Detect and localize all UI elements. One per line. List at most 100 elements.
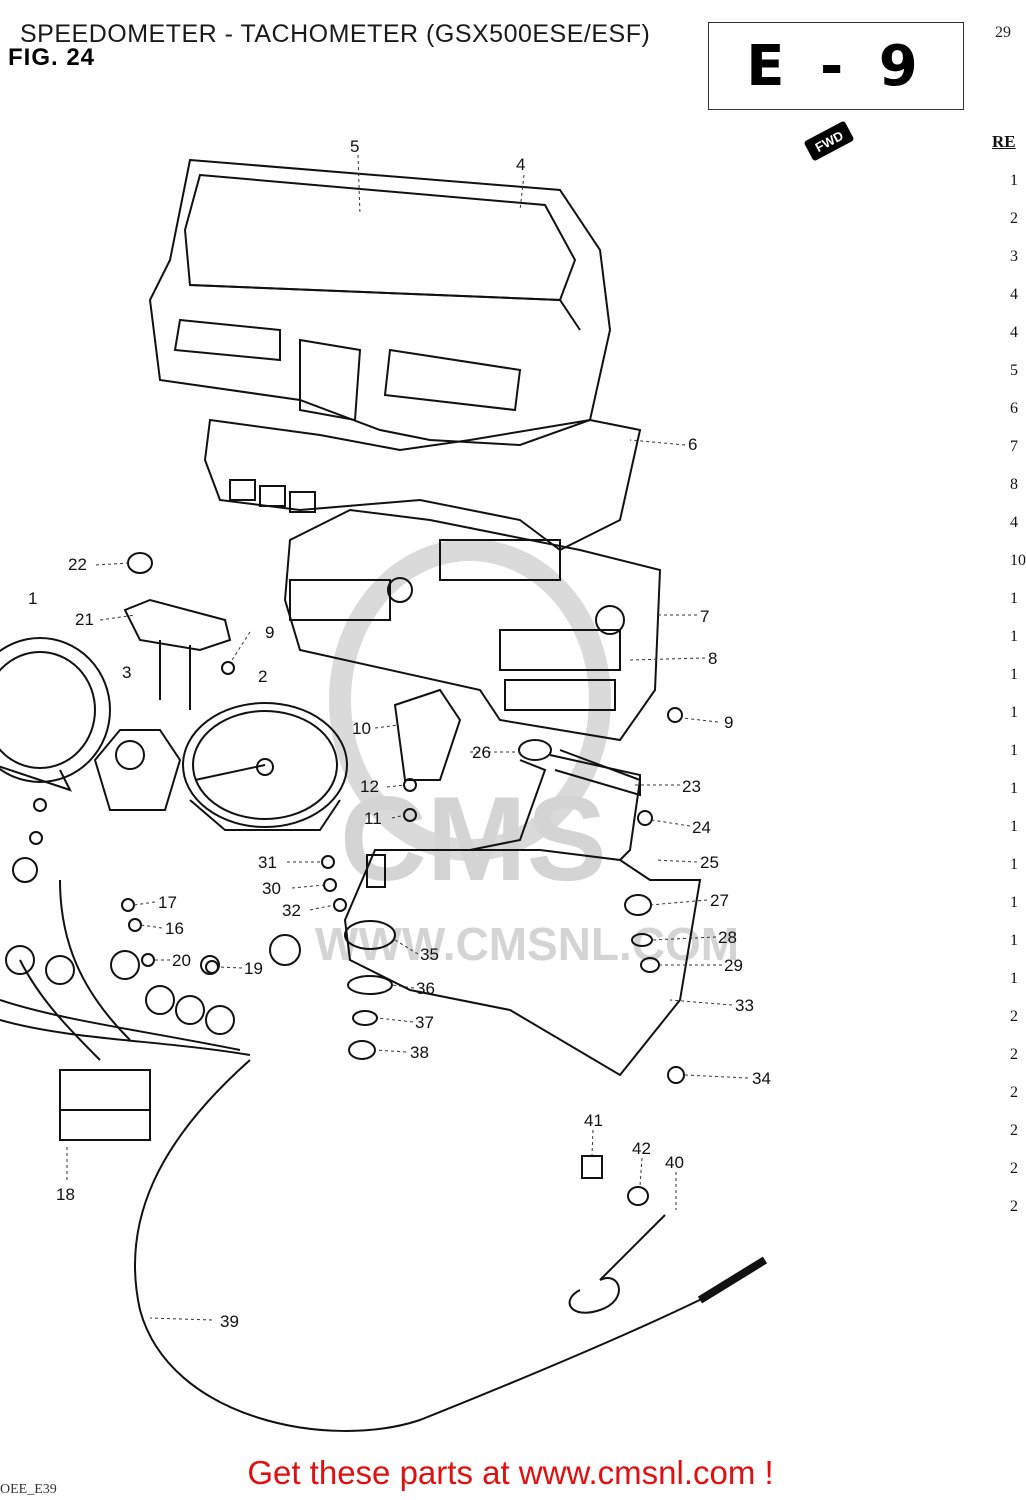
callout-9b: 9 (724, 713, 733, 732)
screw-24 (637, 810, 653, 826)
callout-5: 5 (350, 137, 359, 156)
mounting-plate (343, 749, 702, 1077)
stay-23 (549, 754, 641, 797)
reference-number: 1 (1010, 742, 1018, 759)
reference-number: 1 (1010, 590, 1018, 607)
reference-number: 1 (1010, 970, 1018, 987)
footer-code: OEE_E39 (0, 1482, 57, 1497)
callout-9a: 9 (265, 623, 274, 642)
callout-7: 7 (700, 607, 709, 626)
lower-case (203, 418, 642, 552)
screw-9 (667, 707, 683, 723)
callout-32: 32 (282, 901, 301, 920)
speedometer-cable (133, 1059, 768, 1432)
callout-38: 38 (410, 1043, 429, 1062)
callout-16: 16 (165, 919, 184, 938)
callout-35: 35 (420, 945, 439, 964)
reference-number: 2 (1010, 1046, 1018, 1063)
callout-30: 30 (262, 879, 281, 898)
watermark-brand: CMS (340, 772, 607, 906)
callout-2: 2 (258, 667, 267, 686)
cta-link-text[interactable]: Get these parts at www.cmsnl.com ! (247, 1454, 774, 1491)
small-gauge (93, 729, 182, 811)
callout-27: 27 (710, 891, 729, 910)
callout-29: 29 (724, 956, 743, 975)
reference-number: 7 (1010, 438, 1018, 455)
grommet-26 (518, 739, 552, 761)
callout-26: 26 (472, 743, 491, 762)
washer-42 (627, 1186, 649, 1206)
cms-watermark: CMS WWW.CMSNL.COM (315, 539, 739, 970)
washer-30 (323, 878, 337, 892)
washer-28 (631, 933, 653, 947)
callout-10: 10 (352, 719, 371, 738)
reference-number: 8 (1010, 476, 1018, 493)
line-art (0, 158, 768, 1432)
reference-number: 10 (1010, 552, 1026, 569)
screw-misc (33, 798, 47, 812)
reference-number: 4 (1010, 286, 1018, 303)
reference-number: 4 (1010, 324, 1018, 341)
section-code-box: E - 9 (708, 22, 964, 110)
reference-number: 1 (1010, 666, 1018, 683)
callout-33: 33 (735, 996, 754, 1015)
reference-number: 2 (1010, 1008, 1018, 1025)
reference-number: 1 (1010, 932, 1018, 949)
screw-17 (121, 898, 135, 912)
reference-number: 5 (1010, 362, 1018, 379)
callout-36: 36 (416, 979, 435, 998)
socket-board (123, 598, 232, 710)
callout-41: 41 (584, 1111, 603, 1130)
screw-12 (403, 778, 417, 792)
callout-22: 22 (68, 555, 87, 574)
screw-20 (141, 953, 155, 967)
nut-29 (640, 957, 660, 973)
screw-9b (221, 661, 235, 675)
callout-21: 21 (75, 610, 94, 629)
wiring-harness (0, 857, 301, 1141)
reference-number: 1 (1010, 628, 1018, 645)
screw-34 (667, 1066, 685, 1084)
screw-19 (205, 960, 219, 974)
reference-number: 2 (1010, 1198, 1018, 1215)
tachometer-dial (182, 702, 348, 831)
callout-4: 4 (516, 155, 525, 174)
callout-24: 24 (692, 818, 711, 837)
callout-23: 23 (682, 777, 701, 796)
reference-number: 2 (1010, 210, 1018, 227)
callout-12: 12 (360, 777, 379, 796)
callout-6: 6 (688, 435, 697, 454)
figure-label: FIG. 24 (8, 44, 96, 71)
screw-16 (128, 918, 142, 932)
callout-3: 3 (122, 663, 131, 682)
bolt-41 (581, 1155, 603, 1179)
indicator-housing (283, 508, 662, 742)
reference-number: 1 (1010, 818, 1018, 835)
callout-20: 20 (172, 951, 191, 970)
callout-42: 42 (632, 1139, 651, 1158)
reference-number: 2 (1010, 1122, 1018, 1139)
callout-31: 31 (258, 853, 277, 872)
reference-number: 1 (1010, 894, 1018, 911)
callout-25: 25 (700, 853, 719, 872)
watermark-url: WWW.CMSNL.COM (315, 918, 739, 970)
reference-number: 1 (1010, 704, 1018, 721)
page-number: 29 (995, 24, 1011, 41)
washer-31 (321, 855, 335, 869)
reference-number: 1 (1010, 780, 1018, 797)
callout-39: 39 (220, 1312, 239, 1331)
callout-34: 34 (752, 1069, 771, 1088)
leader-lines (66, 154, 749, 1321)
reference-heading: RE (992, 132, 1016, 151)
callout-numbers: 5 4 6 22 1 21 9 7 8 3 2 9 10 26 12 23 11… (28, 137, 771, 1331)
reference-number: 2 (1010, 1160, 1018, 1177)
callout-1: 1 (28, 589, 37, 608)
reference-number: 3 (1010, 248, 1018, 265)
reference-number: 4 (1010, 514, 1018, 531)
grommet-27 (624, 894, 652, 916)
screw-misc-2 (29, 831, 43, 845)
part-22-cap (127, 552, 153, 574)
callout-18: 18 (56, 1185, 75, 1204)
